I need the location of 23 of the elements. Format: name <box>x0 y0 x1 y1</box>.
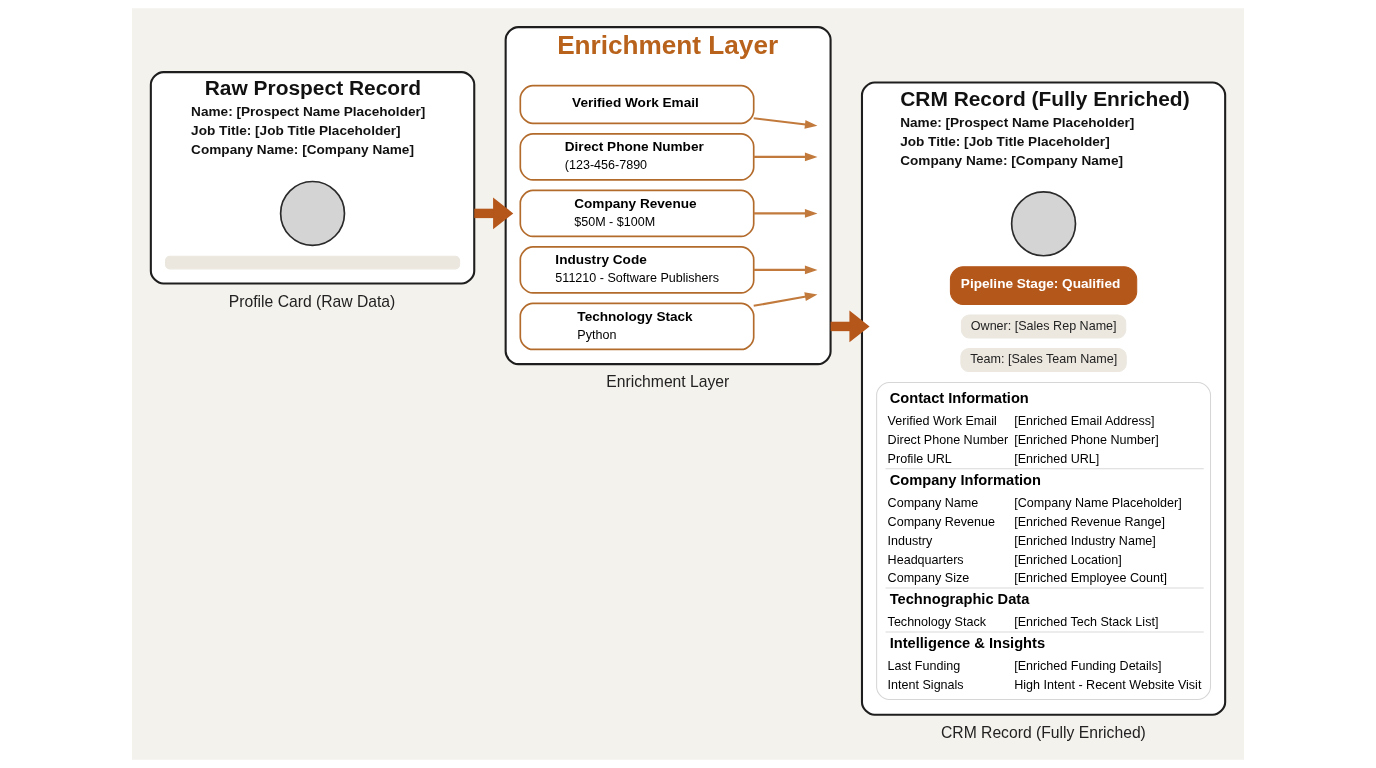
arrow <box>753 152 818 162</box>
arrow <box>830 310 870 343</box>
node-label: Enrichment Layer <box>606 373 730 391</box>
node-box: Pipeline Stage: Qualified <box>949 266 1138 305</box>
node-box: Industry Code 511210 - Software Publishers <box>519 246 755 294</box>
node-circle <box>1010 191 1077 257</box>
node-circle <box>279 180 346 247</box>
node-box: Technology Stack Python <box>519 302 755 351</box>
node-label: CRM Record (Fully Enriched) <box>941 723 1146 741</box>
node-box: Contact Information Verified Work Email [Enriched Email Address] Direct Phone Number [Enriched Phone Number] Profile URL [Enriched URL] Company Information Company Name [Company Name Placeholder] Company Revenue [Enriched Revenue Range] Industry [Enriched Industry Name] Headquarters [Enriched Location] Company Size [Enriched Employee Count] Technographic Data Technology Stack [Enriched Tech Stack List] Intelligence & Insights Last Funding [Enriched Funding Details] Intent Signals High Intent - Recent Website Visit <box>876 381 1212 701</box>
arrow <box>474 197 514 230</box>
node-box: Owner: [Sales Rep Name] <box>960 314 1127 339</box>
arrow <box>753 292 818 307</box>
arrow <box>753 117 818 129</box>
node-box: Direct Phone Number (123-456-7890 <box>519 133 755 181</box>
node-box: Verified Work Email <box>519 84 755 125</box>
node-bar <box>164 255 461 270</box>
node-label: Profile Card (Raw Data) <box>228 292 396 310</box>
node-box: Team: [Sales Team Name] <box>960 347 1127 372</box>
cluster: Raw Prospect Record Name: [Prospect Name Placeholder] Job Title: [Job Title Placeholder] Company Name: [Company Name] <box>149 71 476 285</box>
arrow <box>753 209 818 218</box>
arrow <box>753 265 818 275</box>
node-box: Company Revenue $50M - $100M <box>519 189 755 238</box>
